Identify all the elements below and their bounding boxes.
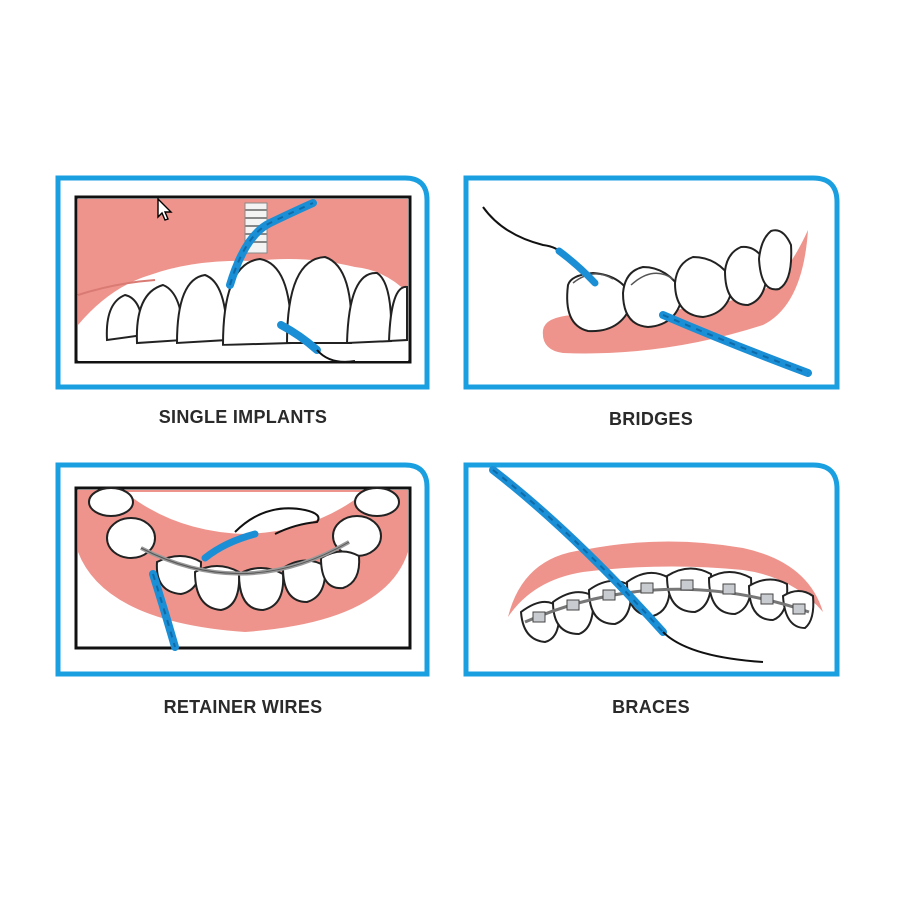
mouse-pointer-icon <box>157 197 173 227</box>
threader-floss <box>555 247 599 287</box>
retainer-wires-illustration <box>55 462 430 677</box>
braces-panel <box>463 462 841 680</box>
floss-threaded-under-wire <box>201 530 259 562</box>
braces-teeth <box>519 567 815 644</box>
bridge-teeth <box>566 229 793 333</box>
single-implants-panel <box>55 175 431 393</box>
upper-gum <box>78 199 408 325</box>
caption-retainer-wires: RETAINER WIRES <box>163 697 323 717</box>
teeth-row <box>105 255 408 347</box>
bridges-illustration <box>463 175 840 390</box>
braces-illustration <box>463 462 840 677</box>
caption-braces: BRACES <box>612 697 690 717</box>
caption-bridges: BRIDGES <box>608 409 694 429</box>
upper-gum-braces <box>508 541 823 617</box>
single-implants-illustration <box>55 175 430 390</box>
braces-brackets <box>532 579 806 623</box>
retainer-wires-panel <box>55 462 431 680</box>
bridges-panel <box>463 175 841 393</box>
retainer-teeth <box>88 487 400 612</box>
caption-single-implants: SINGLE IMPLANTS <box>158 407 328 427</box>
